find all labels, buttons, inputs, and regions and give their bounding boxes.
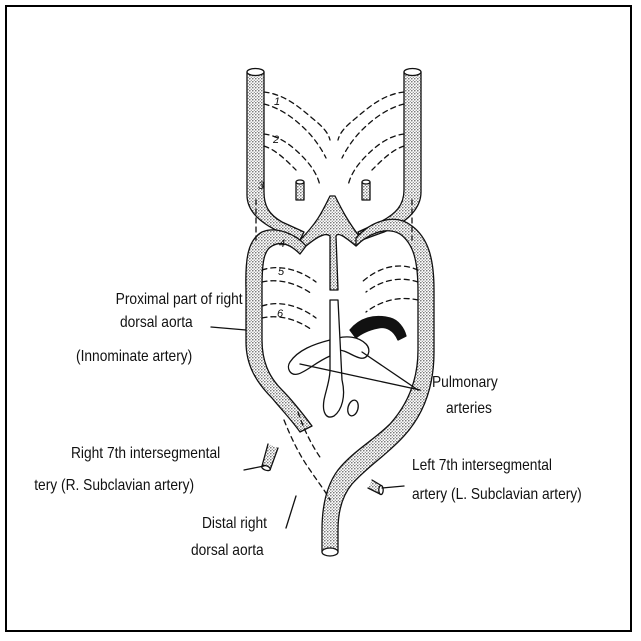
- label-left7-line1: Left 7th intersegmental: [412, 455, 552, 476]
- aortic-sac: [300, 196, 362, 290]
- label-right7-line2: artery (R. Subclavian artery): [22, 475, 194, 496]
- pulmonary-trunk: [323, 300, 343, 417]
- leader-proximal: [211, 327, 246, 330]
- arch-2-left: [348, 134, 404, 186]
- label-proximal-line1: Proximal part of right: [116, 289, 243, 310]
- left-pulmonary-artery: [338, 337, 369, 358]
- right-carotid-stub: [296, 182, 304, 200]
- ductus-arteriosus: [350, 317, 406, 341]
- right-vessel-opening: [247, 69, 264, 76]
- arch-6-right: [262, 304, 316, 318]
- label-pulmonary-line2: arteries: [446, 398, 492, 419]
- arch-1-left: [338, 92, 404, 140]
- left-vessel-opening: [404, 69, 421, 76]
- leader-distal: [286, 496, 296, 528]
- arch-number-3: 3: [258, 180, 264, 192]
- right-fourth-arch: [246, 230, 312, 432]
- label-proximal-line2: dorsal aorta: [120, 312, 193, 333]
- label-distal-line1: Distal right: [202, 513, 267, 534]
- label-right7-line1: Right 7th intersegmental: [71, 443, 220, 464]
- arch-number-6: 6: [277, 308, 283, 320]
- arch-number-4: 4: [279, 238, 285, 250]
- label-left7-line2: artery (L. Subclavian artery): [412, 484, 582, 505]
- arch-number-1: 1: [274, 96, 280, 108]
- label-distal-line2: dorsal aorta: [191, 540, 264, 561]
- leader-left7: [382, 486, 404, 488]
- arch-number-2: 2: [273, 134, 279, 146]
- arch-number-5: 5: [278, 266, 284, 278]
- leader-pulmonary-1: [300, 364, 420, 390]
- leader-right7: [244, 466, 264, 470]
- descending-aorta-opening: [322, 548, 338, 556]
- label-proximal-line3: (Innominate artery): [76, 346, 192, 367]
- leader-pulmonary-2: [362, 352, 418, 390]
- left-carotid-stub: [362, 182, 370, 200]
- arch-5-right: [262, 268, 316, 282]
- left-upper-dorsal-aorta: [358, 72, 421, 240]
- distal-right-dorsal-aorta: [284, 420, 330, 500]
- label-pulmonary-line1: Pulmonary: [432, 372, 498, 393]
